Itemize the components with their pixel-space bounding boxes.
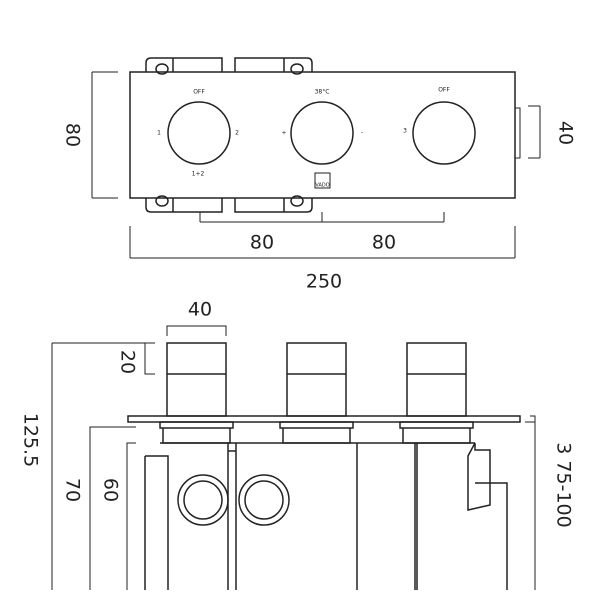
dial-1-bottom-label: 1+2	[192, 171, 205, 178]
dim-knob-cap: 20	[117, 350, 139, 374]
side-tab	[514, 107, 521, 159]
dimension-lines-side	[51, 325, 536, 590]
inlet-port-1	[177, 474, 229, 526]
inlet-port-2	[238, 474, 290, 526]
side-plate	[127, 415, 521, 423]
dial-2-top-label: 38°C	[315, 89, 330, 96]
dial-1-left-label: 1	[157, 130, 161, 137]
knobs	[166, 342, 467, 417]
dial-2	[290, 101, 354, 165]
side-view: 40 20 125.5 70 60 3 75-100	[20, 299, 575, 590]
dim-spacing-2: 80	[372, 232, 396, 254]
dim-knob-width: 40	[188, 299, 212, 321]
dim-spacing-1: 80	[250, 232, 274, 254]
inlet-port-1-inner	[183, 480, 223, 520]
dimension-lines-front	[91, 71, 541, 259]
dim-depth-60: 60	[100, 478, 122, 502]
dial-2-right-label: -	[361, 130, 363, 137]
inlet-port-2-inner	[244, 480, 284, 520]
dial-1-top-label: OFF	[193, 89, 205, 96]
mounting-brackets	[145, 57, 313, 213]
logo-box	[314, 172, 331, 189]
dial-1-right-label: 2	[235, 130, 239, 137]
dim-total-depth: 125.5	[20, 413, 42, 467]
dim-tab: 40	[555, 121, 577, 145]
dial-1	[167, 101, 231, 165]
dial-3-left-label: 3	[403, 128, 407, 135]
dim-depth-70: 70	[62, 478, 84, 502]
dim-height: 80	[62, 123, 84, 147]
valve-body	[144, 421, 508, 590]
dial-3-top-label: OFF	[438, 87, 450, 94]
dial-2-left-label: +	[281, 130, 286, 137]
logo-text: VADO	[315, 183, 329, 189]
dial-3	[412, 101, 476, 165]
front-view: OFF 1 2 1+2 38°C + - OFF 3 VADO 80 40 80…	[62, 57, 577, 293]
dim-wall-range: 3 75-100	[553, 442, 575, 527]
dim-width: 250	[306, 271, 342, 293]
